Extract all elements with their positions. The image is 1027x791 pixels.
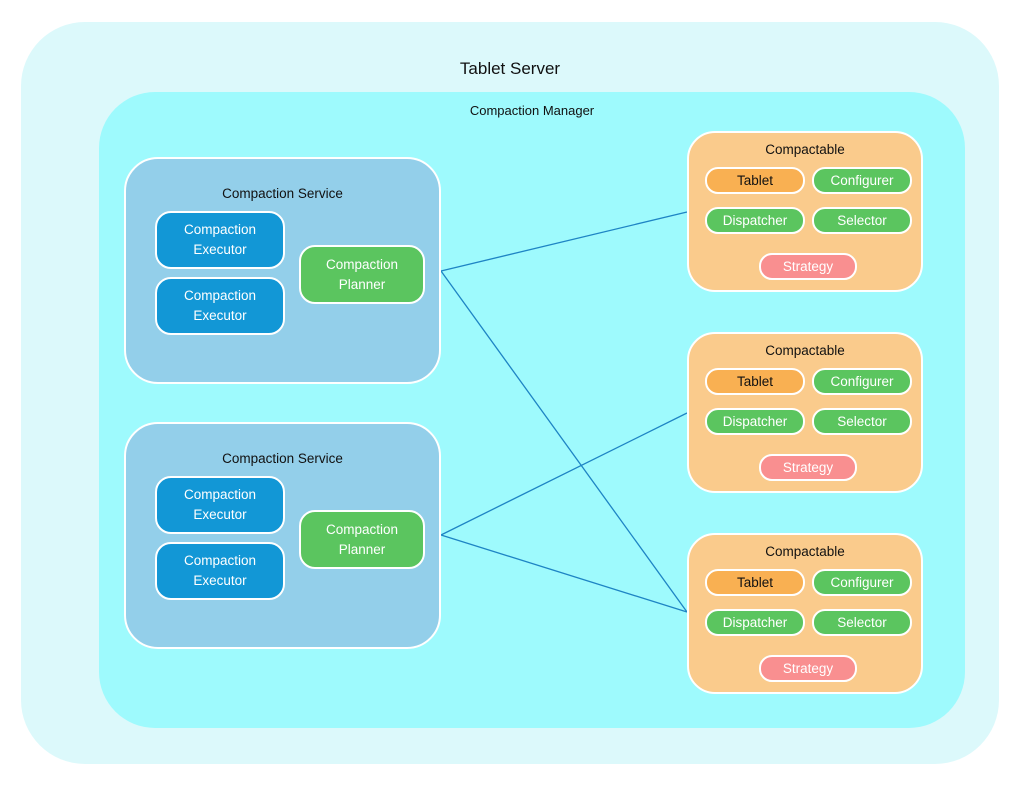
compaction-executor-node: Compaction Executor — [155, 542, 285, 600]
compaction-service-2-title: Compaction Service — [222, 451, 343, 466]
compaction-executor-node: Compaction Executor — [155, 211, 285, 269]
compaction-planner-node: Compaction Planner — [299, 510, 425, 569]
selector-badge: Selector — [812, 408, 912, 435]
configurer-badge: Configurer — [812, 569, 912, 596]
compactable-3: Compactable Tablet Configurer Dispatcher… — [687, 533, 923, 694]
dispatcher-badge: Dispatcher — [705, 207, 805, 234]
compaction-executor-node: Compaction Executor — [155, 476, 285, 534]
compactable-2: Compactable Tablet Configurer Dispatcher… — [687, 332, 923, 493]
tablet-badge: Tablet — [705, 368, 805, 395]
strategy-badge: Strategy — [759, 454, 857, 481]
compactable-2-title: Compactable — [765, 343, 845, 358]
compactable-1-title: Compactable — [765, 142, 845, 157]
strategy-badge: Strategy — [759, 655, 857, 682]
selector-badge: Selector — [812, 207, 912, 234]
compactable-1: Compactable Tablet Configurer Dispatcher… — [687, 131, 923, 292]
compaction-planner-node: Compaction Planner — [299, 245, 425, 304]
configurer-badge: Configurer — [812, 167, 912, 194]
configurer-badge: Configurer — [812, 368, 912, 395]
compaction-service-1: Compaction Service Compaction Executor C… — [124, 157, 441, 384]
compaction-executor-node: Compaction Executor — [155, 277, 285, 335]
compaction-service-1-title: Compaction Service — [222, 186, 343, 201]
compaction-manager-title: Compaction Manager — [469, 103, 595, 118]
compaction-service-2: Compaction Service Compaction Executor C… — [124, 422, 441, 649]
selector-badge: Selector — [812, 609, 912, 636]
compactable-3-title: Compactable — [765, 544, 845, 559]
tablet-server-title: Tablet Server — [459, 59, 561, 78]
dispatcher-badge: Dispatcher — [705, 609, 805, 636]
strategy-badge: Strategy — [759, 253, 857, 280]
dispatcher-badge: Dispatcher — [705, 408, 805, 435]
tablet-badge: Tablet — [705, 167, 805, 194]
tablet-badge: Tablet — [705, 569, 805, 596]
